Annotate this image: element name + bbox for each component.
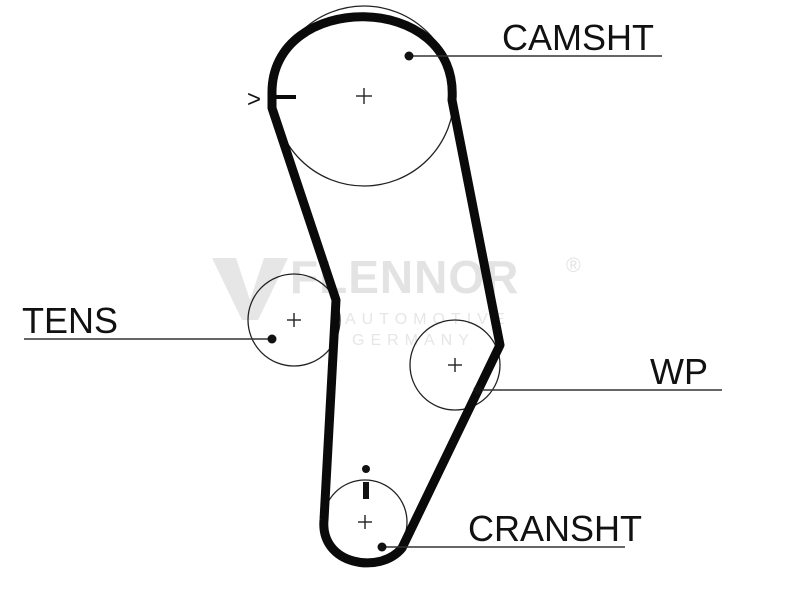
label-water-pump: WP — [650, 351, 708, 392]
tensioner-pulley — [247, 273, 341, 367]
crankshaft-leader — [377, 542, 625, 552]
watermark-registered: ® — [566, 255, 581, 277]
timing-belt — [267, 12, 505, 568]
cam-timing-mark: > — [247, 86, 296, 113]
cam-mark-arrow-icon: > — [247, 86, 261, 113]
label-camshaft: CAMSHT — [502, 17, 654, 58]
flennor-logo-icon — [212, 258, 288, 320]
water-pump-pulley — [409, 319, 501, 411]
label-tensioner: TENS — [22, 300, 118, 341]
watermark-line1: AUTOMOTIVE — [345, 311, 511, 328]
tensioner-leader — [24, 334, 277, 344]
crank-timing-mark — [362, 465, 370, 499]
watermark: FLENNOR ® AUTOMOTIVE GERMANY — [212, 251, 581, 349]
camshaft-leader — [404, 51, 662, 61]
label-crankshaft: CRANSHT — [468, 508, 642, 549]
watermark-line2: GERMANY — [352, 332, 475, 349]
water-pump-leader — [473, 385, 722, 395]
